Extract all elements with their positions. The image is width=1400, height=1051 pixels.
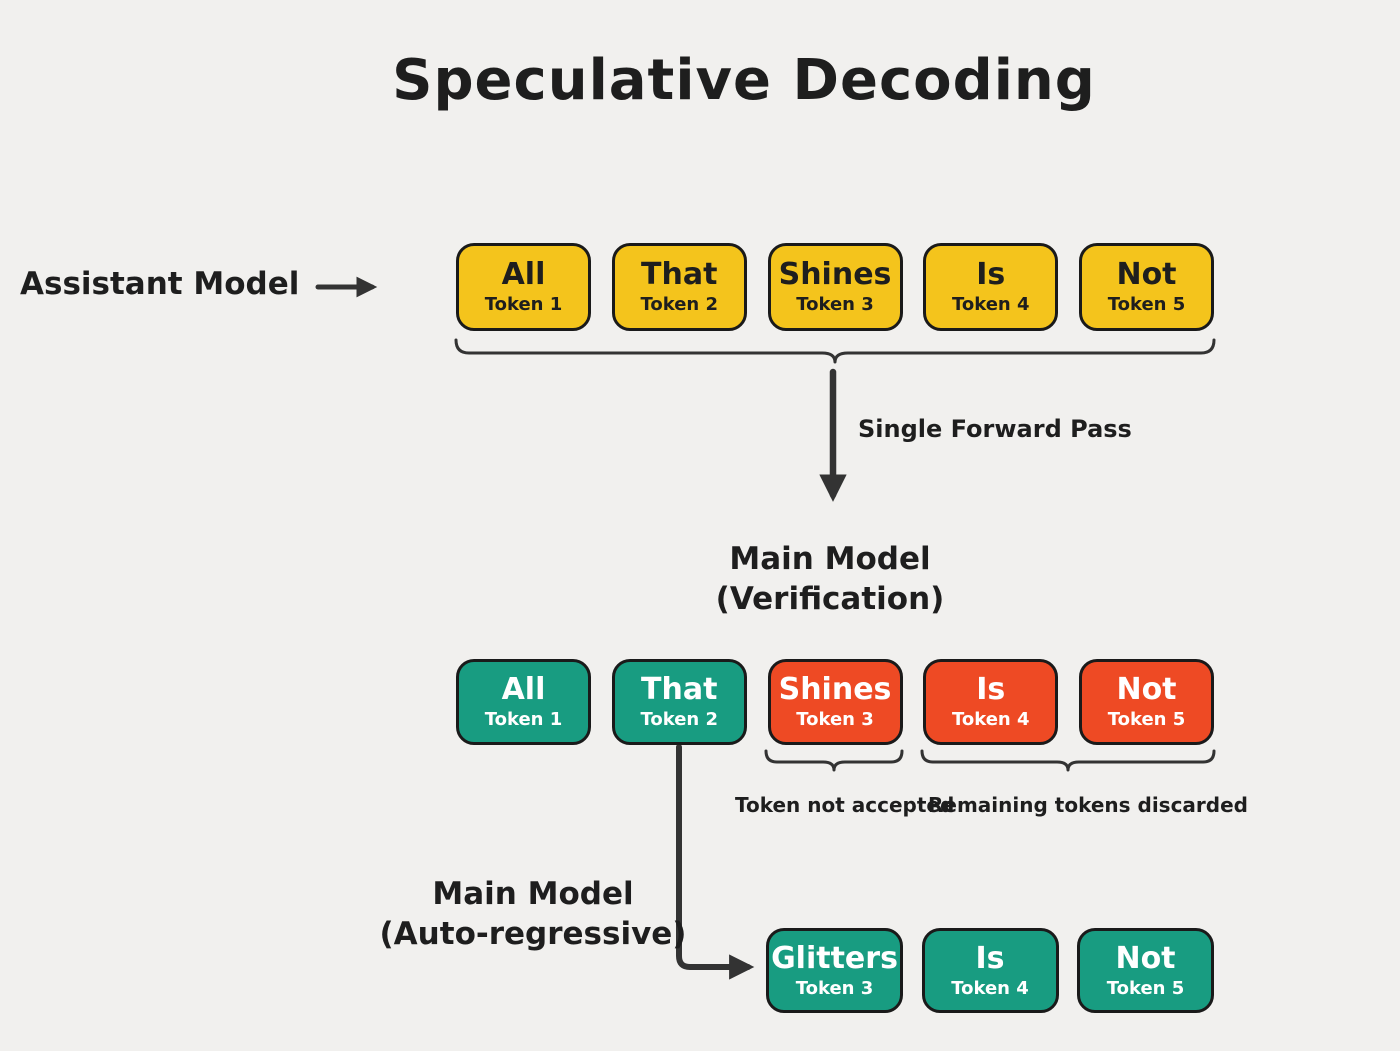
token-sub: Token 4 [951,294,1030,315]
token-word: Shines [778,672,892,707]
main-model-autoregressive-label: Main Model (Auto-regressive) [363,874,703,954]
token-word: Is [975,940,1005,976]
token-word: Not [1116,672,1177,707]
discarded-brace [920,749,1216,772]
verification-label-line1: Main Model [729,541,931,577]
assistant-model-label: Assistant Model [20,266,300,302]
token-sub: Token 3 [795,977,874,999]
token-not-accepted-label: Token not accepted [735,793,955,817]
token-word: All [501,672,546,707]
not-accepted-brace [764,749,904,772]
token-word: All [501,257,546,292]
token-word: Not [1115,940,1176,976]
token-word: That [641,672,718,707]
token-word: Is [976,257,1006,292]
token-sub: Token 3 [796,294,874,315]
main-model-verification-label: Main Model (Verification) [680,539,980,619]
token-word: Not [1116,257,1177,292]
token-sub: Token 1 [484,709,563,730]
token-sub: Token 1 [484,294,563,315]
token-sub: Token 5 [1107,294,1186,315]
token-sub: Token 4 [951,709,1030,730]
forward-pass-label: Single Forward Pass [858,415,1132,443]
verification-label-line2: (Verification) [715,581,945,617]
page-title: Speculative Decoding [392,48,1096,113]
token-sub: Token 2 [640,709,719,730]
token-sub: Token 5 [1107,709,1186,730]
token-word: Glitters [771,940,898,976]
autoregressive-label-line2: (Auto-regressive) [379,916,687,952]
token-sub: Token 3 [796,709,874,730]
token-word: Is [976,672,1006,707]
token-sub: Token 4 [951,977,1029,999]
token-word: That [641,257,718,292]
token-sub: Token 2 [640,294,719,315]
assistant-tokens-brace [454,338,1216,364]
remaining-tokens-discarded-label: Remaining tokens discarded [928,793,1248,817]
token-word: Shines [778,257,892,292]
token-sub: Token 5 [1106,977,1185,999]
autoregressive-label-line1: Main Model [432,876,634,912]
